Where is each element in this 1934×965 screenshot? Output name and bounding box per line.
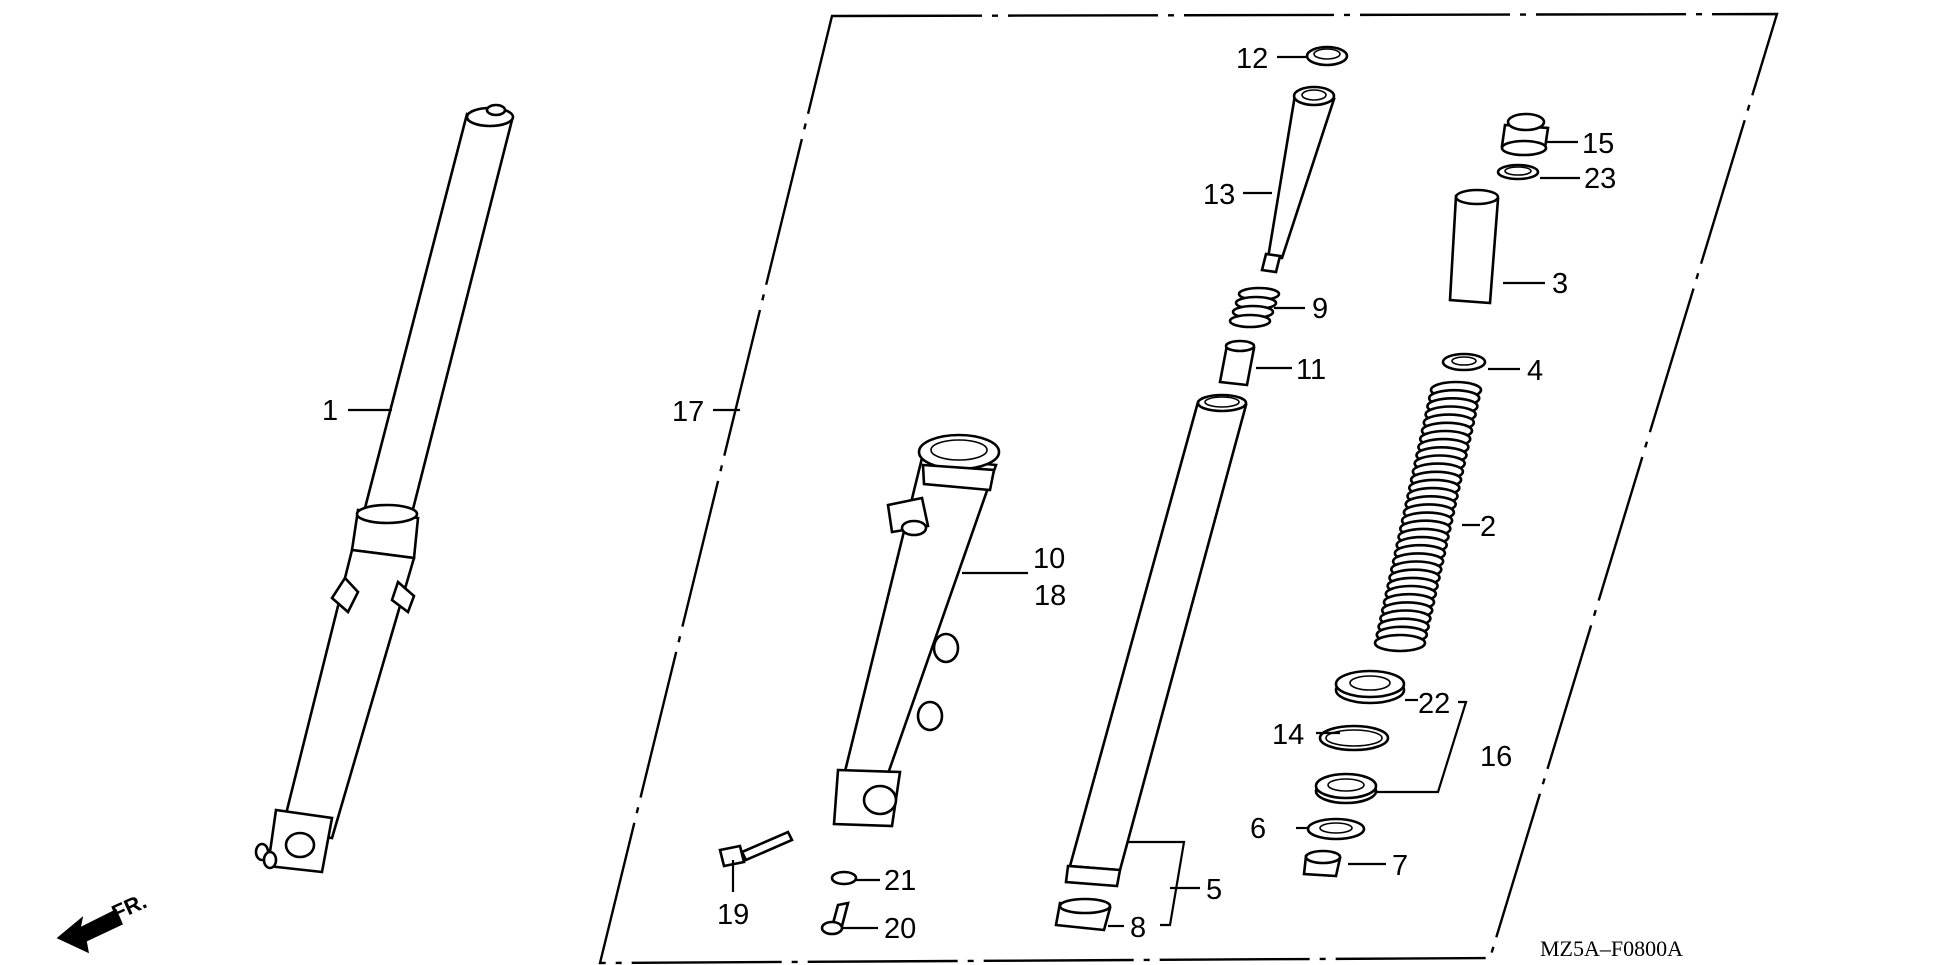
part-13-fork-piston[interactable] xyxy=(1260,85,1336,274)
part-2-fork-spring[interactable] xyxy=(1373,380,1483,653)
label-part-17: 17 xyxy=(672,396,704,428)
label-part-9: 9 xyxy=(1312,293,1328,325)
part-3-spring-collar[interactable] xyxy=(1448,188,1500,305)
label-part-22: 22 xyxy=(1418,688,1450,720)
label-part-10: 10 xyxy=(1033,543,1065,575)
label-part-5: 5 xyxy=(1206,874,1222,906)
label-part-1: 1 xyxy=(322,395,338,427)
part-21-sealing-washer[interactable] xyxy=(830,870,858,886)
label-part-19: 19 xyxy=(717,899,749,931)
label-part-18: 18 xyxy=(1034,580,1066,612)
label-part-12: 12 xyxy=(1236,43,1268,75)
part-11-oil-lock-piece[interactable] xyxy=(1218,339,1256,387)
spring-coil xyxy=(1373,633,1427,653)
label-part-3: 3 xyxy=(1552,268,1568,300)
part-10-fork-slider[interactable] xyxy=(832,433,1001,828)
kit-frame-outline xyxy=(598,12,1779,965)
arrow-left-icon xyxy=(56,908,123,954)
label-part-23: 23 xyxy=(1584,163,1616,195)
leader-lines xyxy=(348,55,1580,930)
part-8-slider-bushing[interactable] xyxy=(1054,897,1112,932)
part-6-back-up-ring[interactable] xyxy=(1306,817,1366,841)
part-number-labels: 1 2 3 4 5 6 7 8 9 10 11 12 13 14 15 16 1… xyxy=(322,43,1616,945)
label-part-8: 8 xyxy=(1130,912,1146,944)
label-part-7: 7 xyxy=(1392,850,1408,882)
label-part-15: 15 xyxy=(1582,128,1614,160)
part-14-stopper-ring[interactable] xyxy=(1318,724,1390,752)
part-16-oil-seal[interactable] xyxy=(1314,772,1378,805)
label-part-4: 4 xyxy=(1527,355,1543,387)
label-part-2: 2 xyxy=(1480,511,1496,543)
part-12-piston-ring[interactable] xyxy=(1305,45,1349,67)
part-1-fork-assembly[interactable] xyxy=(254,103,515,874)
part-23-o-ring[interactable] xyxy=(1496,163,1540,181)
label-part-14: 14 xyxy=(1272,719,1304,751)
part-5-fork-pipe[interactable] xyxy=(1064,393,1248,888)
label-part-20: 20 xyxy=(884,913,916,945)
label-part-11: 11 xyxy=(1296,354,1326,386)
part-9-rebound-spring[interactable] xyxy=(1228,286,1281,329)
part-7-guide-bushing[interactable] xyxy=(1302,849,1342,878)
label-part-16: 16 xyxy=(1480,741,1512,773)
front-direction-marker: FR. xyxy=(56,888,150,954)
label-part-21: 21 xyxy=(884,865,916,897)
part-4-spring-seat[interactable] xyxy=(1441,352,1487,372)
part-15-fork-bolt[interactable] xyxy=(1500,112,1550,157)
label-part-13: 13 xyxy=(1203,179,1235,211)
part-20-socket-bolt[interactable] xyxy=(820,901,850,936)
label-part-6: 6 xyxy=(1250,813,1266,845)
part-22-dust-seal[interactable] xyxy=(1334,669,1406,705)
diagram-code: MZ5A–F0800A xyxy=(1540,936,1683,961)
part-19-axle-pinch-bolt[interactable] xyxy=(718,830,794,868)
